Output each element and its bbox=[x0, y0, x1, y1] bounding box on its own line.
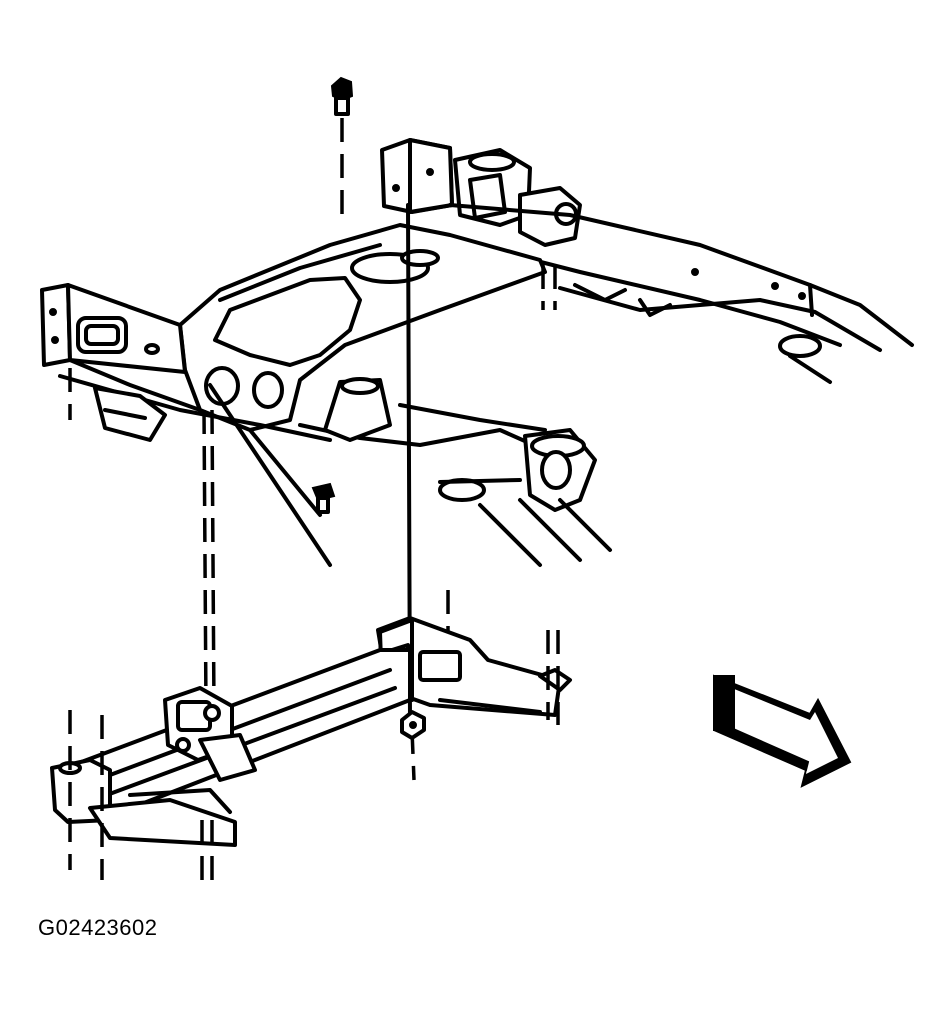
frame-crossmember-assembly bbox=[40, 138, 914, 567]
figure-code: G02423602 bbox=[38, 915, 158, 940]
transmission-support bbox=[50, 616, 572, 890]
center-bolt-icon bbox=[208, 383, 336, 567]
top-bolt-icon bbox=[330, 76, 354, 218]
front-arrow-icon bbox=[713, 674, 852, 788]
nut-icon bbox=[400, 710, 426, 740]
